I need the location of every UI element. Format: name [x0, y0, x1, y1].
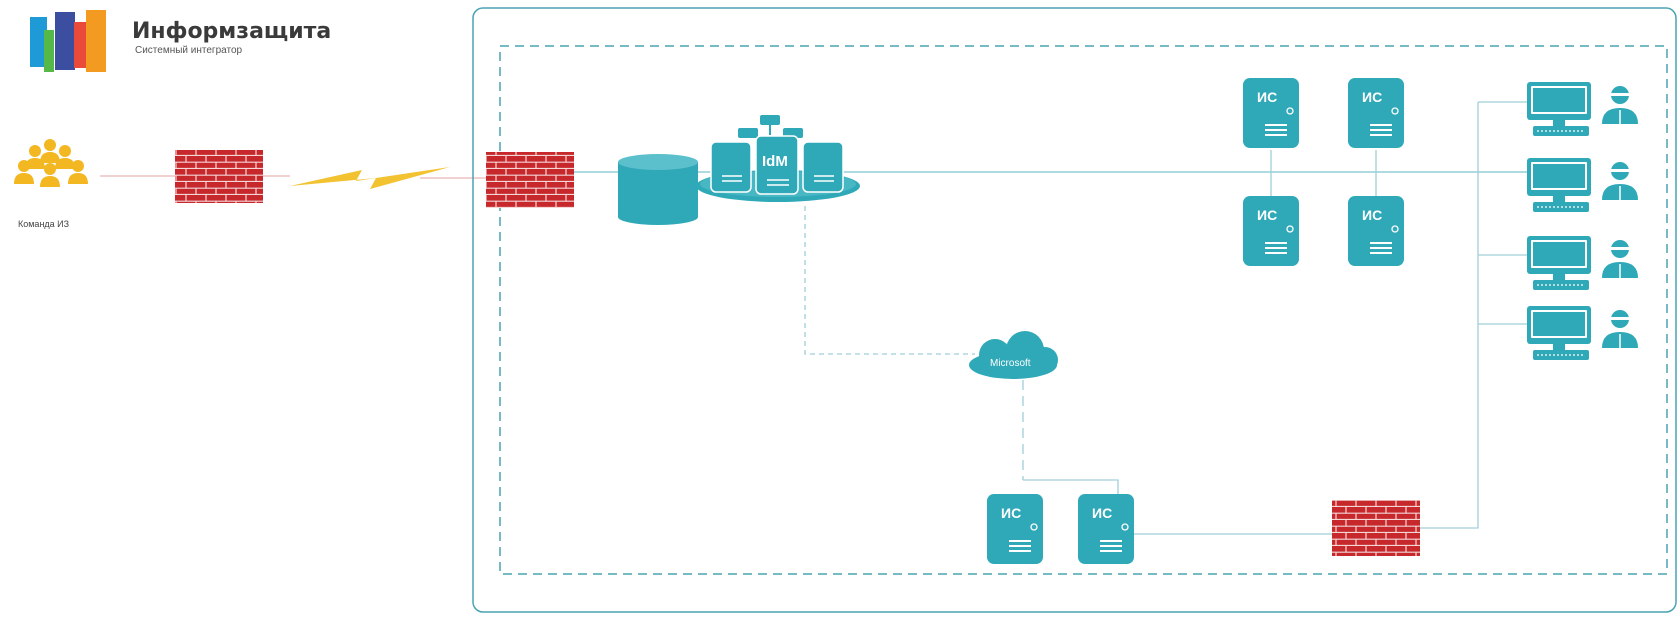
- cloud-label: Microsoft: [990, 358, 1031, 369]
- logo-mark-bar-4: [74, 22, 86, 68]
- workstation-2: [1526, 157, 1639, 213]
- is-server-bottom-2: ИС: [1077, 493, 1135, 565]
- logo-mark-bar-1: [30, 17, 47, 67]
- company-logo: [30, 10, 106, 72]
- link-bottom-servers: [1023, 479, 1119, 496]
- internal-zone-frame: [499, 45, 1668, 575]
- link-firewall-workstations: [1420, 102, 1479, 529]
- logo-mark-bar-2: [44, 30, 54, 72]
- svg-text:ИС: ИС: [1092, 505, 1112, 521]
- is-server-top-2: ИС: [1347, 77, 1405, 149]
- svg-text:ИС: ИС: [1257, 89, 1277, 105]
- svg-text:ИС: ИС: [1362, 207, 1382, 223]
- workstation-1: [1526, 81, 1639, 137]
- brand-name: Информзащита: [132, 19, 331, 44]
- svg-text:ИС: ИС: [1362, 89, 1382, 105]
- svg-text:ИС: ИС: [1257, 207, 1277, 223]
- idm-server-cluster: [696, 115, 860, 202]
- database-icon: [618, 154, 698, 225]
- is-server-top-1: ИС: [1242, 77, 1300, 149]
- brand-tagline: Системный интегратор: [135, 45, 243, 56]
- link-idm-microsoft: [804, 206, 975, 355]
- logo-mark-bar-5: [86, 10, 106, 72]
- workstation-4: [1526, 305, 1639, 361]
- corporate-network-frame: [472, 7, 1677, 613]
- is-server-top-3: ИС: [1242, 195, 1300, 267]
- idm-label: IdM: [762, 153, 788, 170]
- internal-firewall-icon: [1332, 500, 1420, 556]
- svg-text:ИС: ИС: [1001, 505, 1021, 521]
- team-label: Команда ИЗ: [18, 219, 69, 229]
- perimeter-firewall-icon: [486, 152, 574, 208]
- logo-mark-bar-3: [55, 12, 75, 70]
- microsoft-cloud-icon: [969, 331, 1058, 379]
- team-icon: [14, 139, 88, 187]
- is-server-top-4: ИС: [1347, 195, 1405, 267]
- workstation-3: [1526, 235, 1639, 291]
- external-firewall-icon: [175, 150, 263, 203]
- is-server-bottom-1: ИС: [986, 493, 1044, 565]
